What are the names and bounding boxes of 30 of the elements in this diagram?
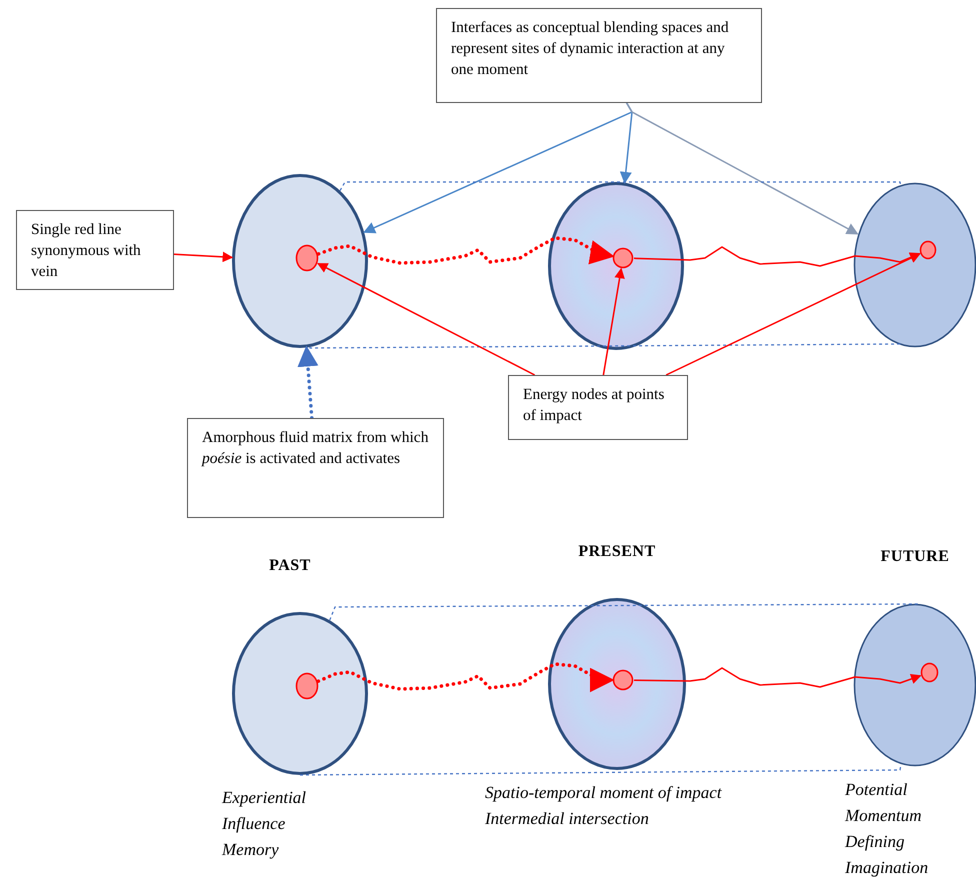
annotation-box: Amorphous fluid matrix from which poésie is activated and activates: [187, 418, 444, 518]
caption-text: Defining: [845, 831, 904, 853]
annotation-box: Single red line synonymous with vein: [16, 210, 174, 290]
arrow: [634, 246, 921, 267]
annotation-box: Energy nodes at points of impact: [508, 375, 688, 440]
caption-text: Experiential: [222, 787, 306, 809]
arrow: [626, 102, 859, 235]
guide-line: [299, 764, 902, 776]
period-heading: FUTURE: [880, 548, 950, 566]
guide-line: [309, 343, 901, 349]
arrow: [297, 346, 318, 420]
caption-text: Influence: [222, 813, 286, 835]
caption-text: Momentum: [845, 805, 922, 827]
arrow: [666, 253, 921, 376]
period-heading: PAST: [269, 557, 311, 575]
period-heading: PRESENT: [578, 543, 656, 561]
arrow: [316, 662, 614, 692]
guide-line: [329, 602, 919, 620]
annotation-box: Interfaces as conceptual blending spaces and represent sites of dynamic interaction at any one moment: [436, 8, 762, 103]
caption-text: Intermedial intersection: [485, 808, 649, 830]
caption-text: Spatio-temporal moment of impact: [485, 782, 722, 804]
caption-text: Potential: [845, 779, 908, 801]
arrow: [174, 252, 234, 262]
arrow: [634, 667, 922, 688]
arrow: [602, 268, 625, 376]
guide-line: [339, 181, 901, 191]
caption-text: Memory: [222, 839, 279, 861]
arrow: [317, 262, 536, 376]
arrow: [316, 236, 615, 265]
caption-text: Imagination: [845, 857, 928, 879]
